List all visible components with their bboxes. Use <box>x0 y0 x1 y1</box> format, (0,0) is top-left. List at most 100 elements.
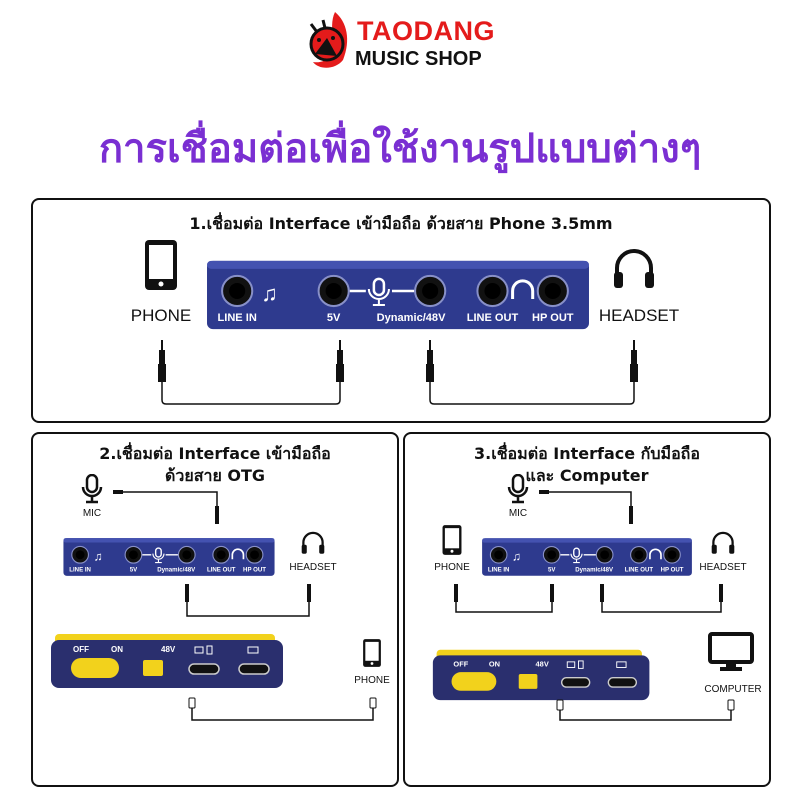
jack-hole <box>494 550 504 560</box>
on-label: ON <box>111 645 123 654</box>
device-back: OFF ON 48V <box>425 646 661 702</box>
logo-line1: TAODANG <box>357 16 495 46</box>
device-top-edge <box>63 538 275 543</box>
jack-tip <box>429 340 431 350</box>
mic-symbol-icon <box>154 547 162 558</box>
port-label-line_out: LINE OUT <box>207 566 236 573</box>
computer-phone-symbol-icon <box>194 646 204 654</box>
off-label: OFF <box>73 645 89 654</box>
music-note-icon: ♫ <box>261 281 278 306</box>
cables-otg <box>113 490 377 721</box>
device-top-edge <box>482 538 692 543</box>
mic-symbol-stand <box>367 288 390 307</box>
jack-sleeve <box>337 350 343 364</box>
usb-c-port-data <box>560 677 591 688</box>
power-switch <box>451 672 497 691</box>
mic-symbol-stand <box>152 553 165 564</box>
jack-hole <box>667 550 677 560</box>
computer-phone-symbol-icon <box>566 661 576 668</box>
port-label-hp_out: HP OUT <box>243 566 266 573</box>
48v-label: 48V <box>536 660 549 669</box>
jack-body <box>426 364 434 382</box>
mic-icon <box>81 474 103 504</box>
music-note-icon: ♫ <box>93 549 102 563</box>
headset-label: HEADSET <box>289 562 337 573</box>
phone-symbol-icon <box>206 645 213 655</box>
headset-icon <box>301 531 325 554</box>
jack-hole <box>547 550 557 560</box>
music-note-icon: ♫ <box>512 549 521 563</box>
audio-interface-back: OFF ON 48V <box>432 649 650 701</box>
off-label: OFF <box>453 660 468 669</box>
panel-otg: 2.เชื่อมต่อ Interface เข้ามือถือ ด้วยสาย… <box>31 432 399 787</box>
panel2-title-line2: ด้วยสาย OTG <box>164 466 266 485</box>
port-label-dynamic: Dynamic/48V <box>575 567 613 573</box>
phone-label: PHONE <box>130 306 192 325</box>
jack-hole <box>229 282 246 300</box>
mic-symbol-icon <box>573 547 580 558</box>
mic-label: MIC <box>508 508 528 519</box>
battery-symbol-icon <box>247 646 259 654</box>
jack-hole <box>634 550 644 560</box>
headset-icon <box>711 531 735 554</box>
jack-plug <box>336 340 344 382</box>
jack-hole <box>600 550 610 560</box>
port-label-dynamic: Dynamic/48V <box>157 566 196 573</box>
cables-35mm <box>158 340 638 405</box>
port-label-line_out: LINE OUT <box>467 312 519 324</box>
usb-c-port-data <box>188 663 220 675</box>
device-top-edge <box>207 260 589 269</box>
headset-icon <box>614 249 654 288</box>
panel-phone-35mm: 1.เชื่อมต่อ Interface เข้ามือถือ ด้วยสาย… <box>31 198 771 423</box>
jack-hole <box>182 550 192 560</box>
panel3-title-line2: และ Computer <box>525 466 649 485</box>
jack-body <box>630 364 638 382</box>
audio-interface-back: OFF ON 48V <box>51 634 283 688</box>
power-switch <box>71 658 119 678</box>
phantom-48v-button <box>518 674 538 689</box>
jack-hole <box>250 550 259 560</box>
panel3-title-line1: 3.เชื่อมต่อ Interface กับมือถือ <box>474 444 700 463</box>
ladybug-logo-icon <box>309 12 348 68</box>
port-label-line_in: LINE IN <box>488 567 510 573</box>
jack-hole <box>129 550 138 560</box>
headphone-symbol-icon <box>649 548 662 560</box>
jack-plug <box>158 340 166 382</box>
logo: TAODANG MUSIC SHOP <box>305 8 505 72</box>
jack-sleeve <box>631 350 637 364</box>
usb-c-port-power <box>238 663 270 675</box>
port-label-line_in: LINE IN <box>69 566 91 573</box>
page-headline: การเชื่อมต่อเพื่อใช้งานรูปแบบต่างๆ <box>98 126 702 172</box>
phone-label: PHONE <box>354 675 390 686</box>
panel1-title: 1.เชื่อมต่อ Interface เข้ามือถือ ด้วยสาย… <box>189 214 613 233</box>
mic-label: MIC <box>82 508 102 519</box>
panel2-title-line1: 2.เชื่อมต่อ Interface เข้ามือถือ <box>99 444 331 463</box>
mic-symbol-icon <box>372 277 386 297</box>
phone-symbol-icon <box>578 660 584 669</box>
48v-label: 48V <box>161 645 176 654</box>
jack-tip <box>633 340 635 350</box>
jack-hole <box>484 282 501 300</box>
jack-hole <box>544 282 561 300</box>
computer-monitor-icon <box>708 632 754 671</box>
jack-body <box>158 364 166 382</box>
jack-sleeve <box>427 350 433 364</box>
headphone-symbol-icon <box>511 279 535 300</box>
logo-line2: MUSIC SHOP <box>355 48 482 70</box>
cables-computer <box>454 490 735 721</box>
port-label-dynamic: Dynamic/48V <box>377 312 446 324</box>
device-back: OFF ON 48V <box>49 630 289 690</box>
port-label-line_in: LINE IN <box>218 312 257 324</box>
on-label: ON <box>489 660 500 669</box>
battery-symbol-icon <box>616 661 627 668</box>
jack-sleeve <box>159 350 165 364</box>
phone-label: PHONE <box>434 562 470 573</box>
port-label-hp_out: HP OUT <box>532 312 574 324</box>
jack-hole <box>325 282 342 300</box>
phantom-48v-button <box>143 660 163 676</box>
headphone-symbol-icon <box>231 548 245 560</box>
port-label-v5: 5V <box>327 312 341 324</box>
usb-c-port-power <box>607 677 638 688</box>
